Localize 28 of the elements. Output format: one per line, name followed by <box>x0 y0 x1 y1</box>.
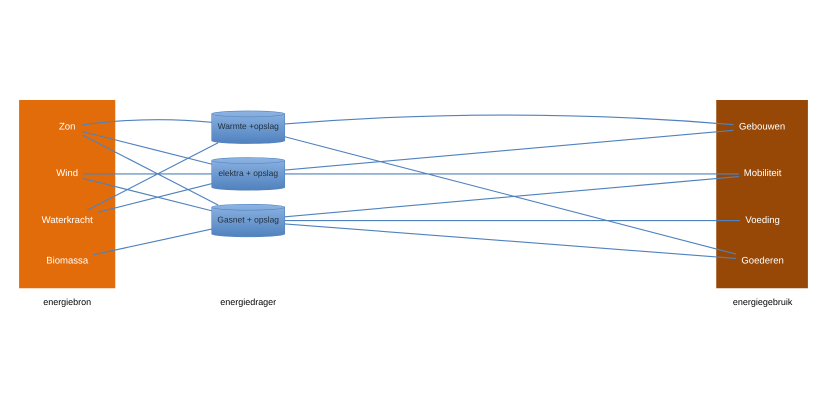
connector <box>284 136 736 254</box>
connector <box>284 220 740 221</box>
connector <box>82 118 212 125</box>
connector <box>284 172 739 174</box>
node-text: Gebouwen <box>738 121 786 132</box>
connector <box>82 177 212 211</box>
connector <box>83 172 212 174</box>
node-text: Mobiliteit <box>744 168 782 179</box>
connector <box>82 134 218 205</box>
cluster <box>716 99 808 288</box>
connector <box>284 129 734 170</box>
cluster <box>19 99 116 288</box>
connector <box>284 176 739 217</box>
node-text: Goederen <box>741 254 784 266</box>
connector <box>93 228 212 255</box>
connector <box>86 142 218 210</box>
node-text: Waterkracht <box>42 214 93 226</box>
label: energiegebruik <box>732 296 792 306</box>
connector <box>98 182 212 212</box>
node-text: Zon <box>58 121 76 132</box>
connector <box>284 222 736 258</box>
node-text: Biomassa <box>46 254 88 266</box>
node-text: Wind <box>56 168 78 179</box>
node-text: Voeding <box>745 214 780 226</box>
connector <box>284 114 734 125</box>
label: energiebron <box>43 296 92 306</box>
label: energiedrager <box>220 296 276 306</box>
connector <box>82 130 212 164</box>
